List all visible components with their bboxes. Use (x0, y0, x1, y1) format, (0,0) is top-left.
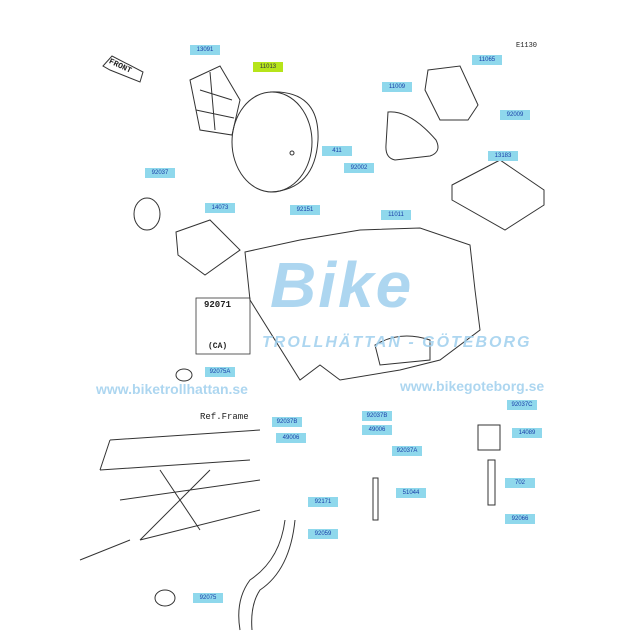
part-label[interactable]: 51044 (396, 488, 426, 498)
part-label[interactable]: 92151 (290, 205, 320, 215)
part-label[interactable]: 411 (322, 146, 352, 156)
part-label[interactable]: 13091 (190, 45, 220, 55)
part-label[interactable]: 92059 (308, 529, 338, 539)
part-label[interactable]: 92066 (505, 514, 535, 524)
callout-box (195, 297, 251, 355)
part-label[interactable]: 92075A (205, 367, 235, 377)
part-label[interactable]: 49006 (362, 425, 392, 435)
watermark-url-right: www.bikegoteborg.se (400, 378, 545, 394)
diagram-code: E1130 (516, 42, 538, 50)
part-label[interactable]: 92037B (362, 411, 392, 421)
cover (424, 65, 479, 121)
ref-frame-label: Ref.Frame (200, 412, 249, 422)
part-label[interactable]: 92037 (145, 168, 175, 178)
tube (372, 459, 496, 521)
part-label[interactable]: 49006 (276, 433, 306, 443)
duct (175, 219, 241, 276)
filter-cage (189, 65, 241, 136)
watermark-tagline: TROLLHÄTTAN - GÖTEBORG (262, 334, 532, 351)
airbox (244, 227, 481, 381)
part-label[interactable]: 11065 (472, 55, 502, 65)
front-arrow-icon (102, 55, 144, 83)
part-label[interactable]: 702 (505, 478, 535, 488)
part-label[interactable]: 92075 (193, 593, 223, 603)
gasket (385, 111, 439, 161)
frame (79, 429, 261, 561)
part-label[interactable]: 11009 (382, 82, 412, 92)
clamp (133, 197, 161, 231)
hose (238, 519, 296, 631)
part-label[interactable]: 14089 (512, 428, 542, 438)
watermark-logo: Bike (270, 249, 414, 321)
fuel-filter (477, 424, 501, 451)
part-label[interactable]: 92009 (500, 110, 530, 120)
bracket (451, 159, 545, 231)
part-label[interactable]: 92037A (392, 446, 422, 456)
part-92071-note: (CA) (208, 342, 228, 351)
air-filter (231, 91, 319, 193)
part-label[interactable]: 11011 (381, 210, 411, 220)
part-92071-number: 92071 (204, 300, 232, 310)
part-label[interactable]: 14073 (205, 203, 235, 213)
watermark-url-left: www.biketrollhattan.se (96, 381, 248, 397)
part-label[interactable]: 13183 (488, 151, 518, 161)
part-label[interactable]: 92037B (272, 417, 302, 427)
part-label[interactable]: 92002 (344, 163, 374, 173)
part-label[interactable]: 92171 (308, 497, 338, 507)
part-label[interactable]: 92037C (507, 400, 537, 410)
part-label-highlighted[interactable]: 11013 (253, 62, 283, 72)
